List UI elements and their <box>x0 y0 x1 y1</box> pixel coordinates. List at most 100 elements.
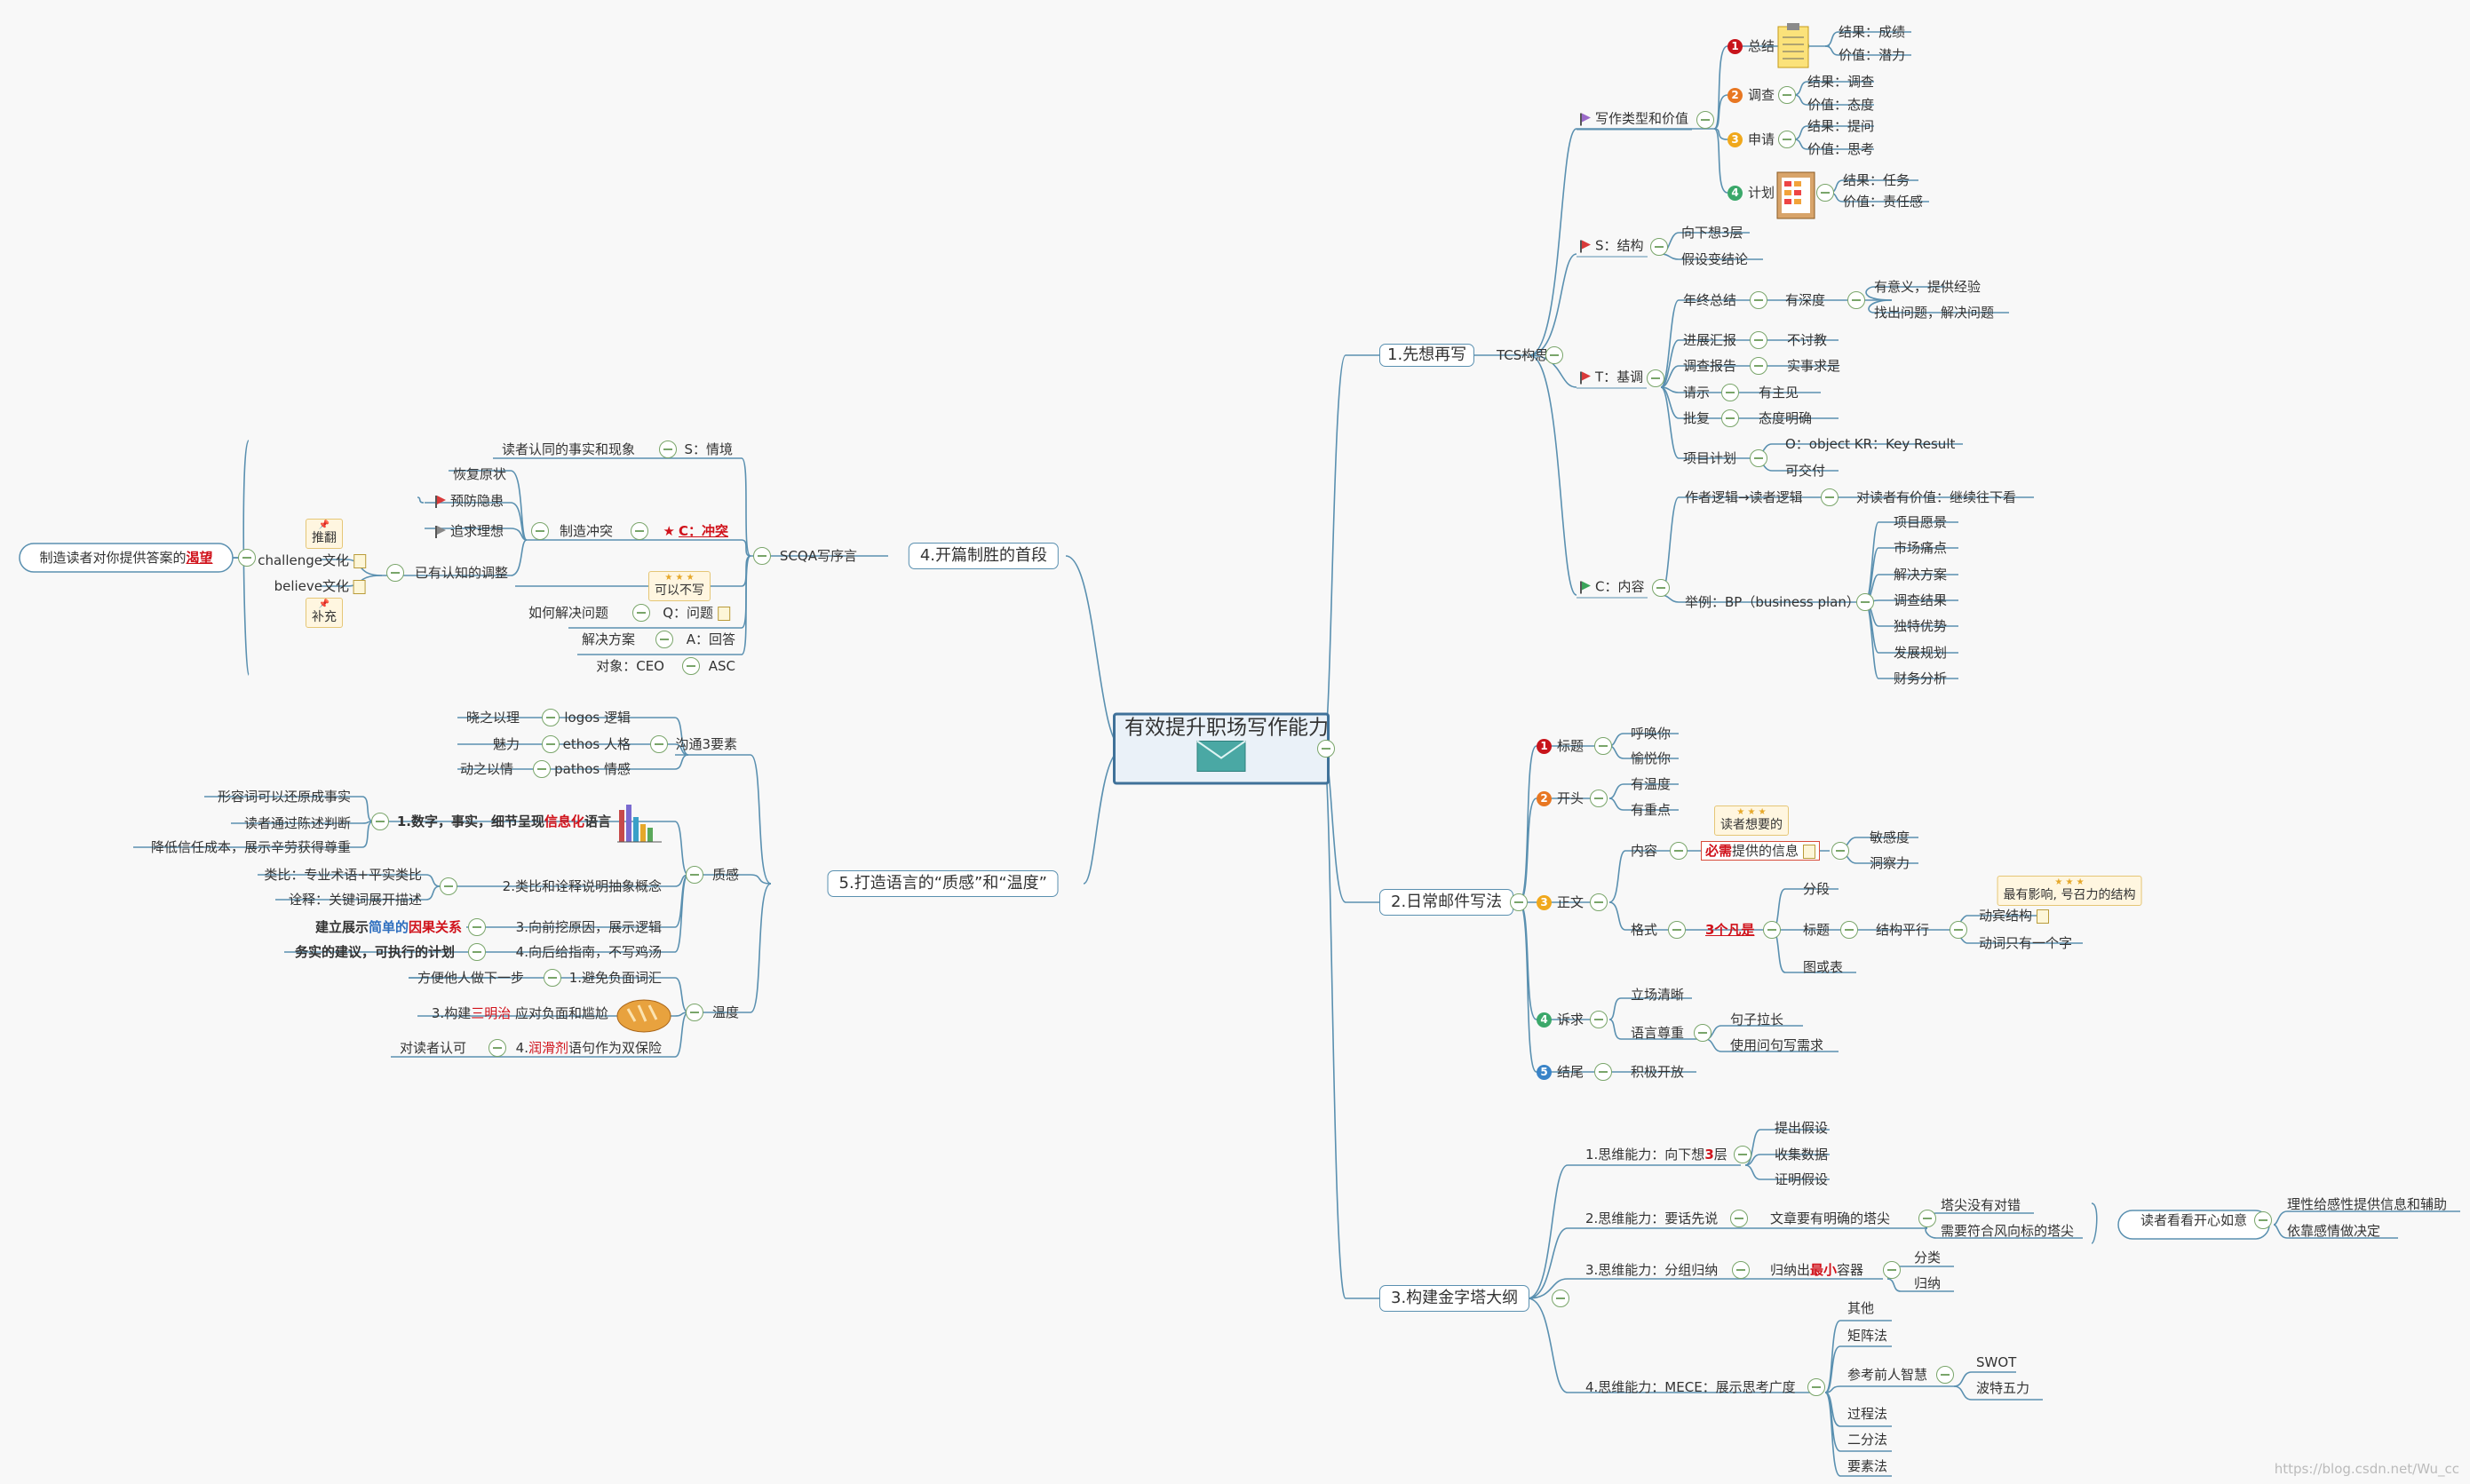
branch-3[interactable]: 3.构建金字塔大纲 <box>1379 1285 1530 1312</box>
texture-3[interactable]: 3.向前挖原因，展示逻辑 <box>515 919 662 935</box>
conflict-restore[interactable]: 恢复原状 <box>453 466 507 482</box>
make-conflict[interactable]: 制造冲突 <box>559 523 613 539</box>
c-bp[interactable]: 举例：BP（business plan） <box>1685 594 1860 610</box>
c-logic[interactable]: 作者逻辑→读者逻辑 <box>1685 489 1803 505</box>
collapse-toggle[interactable] <box>1694 1024 1712 1042</box>
scqa-node[interactable]: SCQA写序言 <box>779 548 857 564</box>
pyramid-t3[interactable]: 3.思维能力：分组归纳 <box>1585 1262 1719 1278</box>
collapse-toggle[interactable] <box>1936 1366 1954 1384</box>
collapse-toggle[interactable] <box>1590 893 1608 911</box>
apply-value[interactable]: 价值：思考 <box>1807 141 1875 157</box>
scqa-a[interactable]: A：回答 <box>686 631 735 647</box>
t-deep-1[interactable]: 有意义，提供经验 <box>1874 279 1982 295</box>
texture-2-leaf[interactable]: 类比：专业术语+平实类比 <box>264 867 422 883</box>
bp-item[interactable]: 项目愿景 <box>1894 514 1948 530</box>
texture-1-leaf[interactable]: 读者通过陈述判断 <box>243 815 351 831</box>
t-approve[interactable]: 批复 <box>1683 410 1711 426</box>
far-desire[interactable]: 制造读者对你提供答案的渴望 <box>39 550 213 566</box>
collapse-toggle[interactable] <box>686 1004 703 1021</box>
collapse-toggle[interactable] <box>1721 384 1739 401</box>
c-logic-1[interactable]: 对读者有价值：继续往下看 <box>1856 489 2017 505</box>
appeal-lang-2[interactable]: 使用问句写需求 <box>1730 1037 1824 1053</box>
t1-item[interactable]: 证明假设 <box>1775 1171 1829 1187</box>
mail-insight[interactable]: 洞察力 <box>1870 855 1910 871</box>
collapse-toggle[interactable] <box>1647 369 1664 387</box>
mail-title-1[interactable]: 呼唤你 <box>1631 726 1672 742</box>
collapse-toggle[interactable] <box>686 866 703 884</box>
t1-item[interactable]: 收集数据 <box>1775 1147 1829 1163</box>
format-heading[interactable]: 标题 <box>1803 922 1831 938</box>
collapse-toggle[interactable] <box>542 735 560 753</box>
conflict-pursue[interactable]: 追求理想 <box>435 522 504 540</box>
collapse-toggle[interactable] <box>1831 842 1849 860</box>
t-approve-1[interactable]: 态度明确 <box>1759 410 1813 426</box>
collapse-toggle[interactable] <box>488 1039 506 1057</box>
t4-swot[interactable]: SWOT <box>1976 1354 2017 1370</box>
collapse-toggle[interactable] <box>1883 1261 1901 1279</box>
t4-element[interactable]: 要素法 <box>1847 1458 1888 1474</box>
ending-1[interactable]: 积极开放 <box>1631 1064 1685 1080</box>
collapse-toggle[interactable] <box>1721 409 1739 427</box>
scqa-q[interactable]: Q：问题 <box>663 604 730 622</box>
collapse-toggle[interactable] <box>682 657 700 675</box>
types-node[interactable]: 写作类型和价值 <box>1577 110 1693 131</box>
collapse-toggle[interactable] <box>1590 1011 1608 1028</box>
collapse-toggle[interactable] <box>659 440 677 458</box>
collapse-toggle[interactable] <box>1510 893 1528 911</box>
root-topic[interactable]: 有效提升职场写作能力 <box>1113 712 1330 785</box>
pathos[interactable]: pathos 情感 <box>554 761 631 777</box>
collapse-toggle[interactable] <box>1750 449 1767 467</box>
warmth-4-leaf[interactable]: 对读者认可 <box>399 1040 466 1056</box>
t2-apex-1[interactable]: 塔尖没有对错 <box>1941 1197 2021 1213</box>
scqa-c[interactable]: ★C：冲突 <box>663 523 728 539</box>
texture-4[interactable]: 4.向后给指南，不写鸡汤 <box>515 944 662 960</box>
mail-content[interactable]: 内容 <box>1631 843 1658 859</box>
mail-sensitivity[interactable]: 敏感度 <box>1870 829 1910 845</box>
collapse-toggle[interactable] <box>1594 737 1612 755</box>
t4-process[interactable]: 过程法 <box>1847 1406 1888 1422</box>
t3-container[interactable]: 归纳出最小容器 <box>1770 1262 1864 1278</box>
collapse-toggle[interactable] <box>533 760 551 778</box>
t-deep-2[interactable]: 找出问题，解决问题 <box>1874 305 1995 321</box>
format-segment[interactable]: 分段 <box>1803 881 1831 897</box>
tcs-node[interactable]: TCS构思 <box>1497 347 1549 363</box>
t-report-1[interactable]: 实事求是 <box>1787 358 1841 374</box>
bp-item[interactable]: 独特优势 <box>1894 618 1948 634</box>
t4-other[interactable]: 其他 <box>1847 1300 1875 1316</box>
appeal-stand[interactable]: 立场清晰 <box>1631 987 1685 1003</box>
collapse-toggle[interactable] <box>1821 488 1839 506</box>
t-request-1[interactable]: 有主见 <box>1759 385 1799 401</box>
collapse-toggle[interactable] <box>1856 593 1874 611</box>
collapse-toggle[interactable] <box>1594 1063 1612 1081</box>
t4-five-forces[interactable]: 波特五力 <box>1976 1380 2030 1396</box>
t4-binary[interactable]: 二分法 <box>1847 1432 1888 1448</box>
bp-item[interactable]: 财务分析 <box>1894 671 1948 686</box>
ethos-leaf[interactable]: 魅力 <box>492 736 520 752</box>
bp-item[interactable]: 市场痛点 <box>1894 540 1948 556</box>
pyramid-t1[interactable]: 1.思维能力：向下想3层 <box>1585 1147 1727 1163</box>
format-parallel[interactable]: 结构平行 <box>1876 922 1930 938</box>
logos-leaf[interactable]: 晓之以理 <box>465 710 520 726</box>
branch-5[interactable]: 5.打造语言的“质感”和“温度” <box>827 870 1059 897</box>
collapse-toggle[interactable] <box>1750 357 1767 375</box>
format-one-verb[interactable]: 动词只有一个字 <box>1979 935 2073 951</box>
collapse-toggle[interactable] <box>1816 184 1834 202</box>
s-item-1[interactable]: 向下想3层 <box>1681 225 1743 241</box>
collapse-toggle[interactable] <box>655 631 673 648</box>
pyramid-t4[interactable]: 4.思维能力：MECE：展示思考广度 <box>1585 1379 1796 1395</box>
mail-opening-1[interactable]: 有温度 <box>1631 776 1672 792</box>
scqa-asc[interactable]: ASC <box>708 658 735 674</box>
s-structure-node[interactable]: S：结构 <box>1577 237 1648 258</box>
bp-item[interactable]: 解决方案 <box>1894 567 1948 583</box>
collapse-toggle[interactable] <box>1750 291 1767 309</box>
texture-2[interactable]: 2.类比和诠释说明抽象概念 <box>502 878 662 894</box>
collapse-toggle[interactable] <box>1696 111 1714 129</box>
t-request[interactable]: 请示 <box>1683 385 1711 401</box>
mail-must-info[interactable]: 必需提供的信息 <box>1701 841 1821 861</box>
collapse-toggle[interactable] <box>1807 1378 1825 1396</box>
collapse-toggle[interactable] <box>440 877 457 895</box>
c-content-node[interactable]: C：内容 <box>1577 578 1648 599</box>
